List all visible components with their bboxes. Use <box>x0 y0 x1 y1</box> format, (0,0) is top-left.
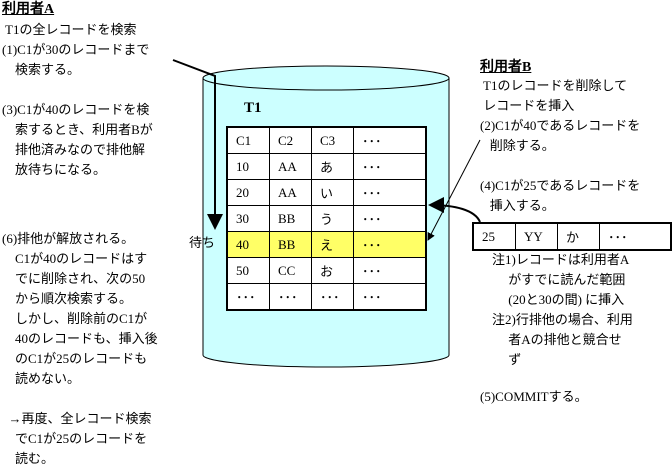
user-b-notes: 注1)レコードは利用者A がすでに読んだ範囲 (20と30の間) に挿入注2)行… <box>492 250 633 370</box>
table-cell: BB <box>269 231 312 258</box>
text-line: 読めない。 <box>2 371 81 386</box>
table-cell: え <box>311 231 354 258</box>
text-line: T1の全レコードを検索 <box>2 22 137 37</box>
table-cell: 50 <box>226 257 270 284</box>
table-cell: 10 <box>226 153 270 180</box>
table-cell: ･･･ <box>353 257 427 284</box>
text-line: 40のレコードも、挿入後 <box>2 331 158 346</box>
table-row: ････････････ <box>226 283 427 311</box>
text-line <box>2 389 158 409</box>
table-cell: ･･･ <box>311 283 354 311</box>
table-cell: あ <box>311 153 354 180</box>
text-line: 削除する。 <box>480 138 555 153</box>
text-line: (2)C1が40であるレコードを <box>480 118 641 133</box>
text-line: (1)C1が30のレコードまで <box>2 42 150 57</box>
table-cell: ･･･ <box>353 231 427 258</box>
table-cell: ･･･ <box>353 283 427 311</box>
table-cell: CC <box>269 257 312 284</box>
user-a-steps: T1の全レコードを検索 (1)C1が30のレコードまで 検索する。 (3)C1が40… <box>2 20 153 180</box>
table-cell: ･･･ <box>269 283 312 311</box>
user-b-heading: 利用者B <box>480 60 532 75</box>
table-cell: YY <box>515 222 558 251</box>
text-line <box>480 156 640 176</box>
wait-label: 待ち <box>189 235 216 250</box>
user-a-steps-2: (6)排他が解放される。 C1が40のレコードはす でに削除され、次の50 から… <box>2 229 158 469</box>
table-cell: AA <box>269 153 312 180</box>
table-cell: BB <box>269 205 312 232</box>
table-cell: C3 <box>311 126 354 154</box>
table-cell: 25 <box>472 222 516 251</box>
table-cell: お <box>311 257 354 284</box>
text-line: (20と30の間) に挿入 <box>492 292 625 307</box>
text-line: 放待ちになる。 <box>2 162 107 177</box>
table-name: T1 <box>244 100 262 116</box>
table-cell: い <box>311 179 354 206</box>
text-line <box>2 80 153 100</box>
text-line: 挿入する。 <box>480 198 555 213</box>
text-line: 者Aの排他と競合せ <box>492 332 622 347</box>
text-line: のC1が25のレコードも <box>2 351 148 366</box>
text-line: (4)C1が25であるレコードを <box>480 178 641 193</box>
table-cell: う <box>311 205 354 232</box>
text-line: (6)排他が解放される。 <box>2 231 135 246</box>
table-cell: ･･･ <box>226 283 270 311</box>
user-b-steps: T1のレコードを削除して レコードを挿入 (2)C1が40であるレコードを 削除す… <box>480 76 640 216</box>
text-line: でC1が25のレコードを <box>2 431 148 446</box>
text-line: 排他済みなので排他解 <box>2 142 146 157</box>
commit-step: (5)COMMITする。 <box>480 389 588 404</box>
text-line: レコードを挿入 <box>480 98 575 113</box>
text-line: 注1)レコードは利用者A <box>492 252 630 267</box>
table-cell: ･･･ <box>353 153 427 180</box>
text-line: 読む。 <box>2 451 55 466</box>
user-a-heading: 利用者A <box>2 2 55 17</box>
table-cell: ･･･ <box>599 222 672 251</box>
text-line: しかし、削除前のC1が <box>2 311 148 326</box>
table-cell: ･･･ <box>353 205 427 232</box>
table-cell: 40 <box>226 231 270 258</box>
table-cell: か <box>557 222 600 251</box>
table-cell: AA <box>269 179 312 206</box>
text-line: 検索する。 <box>2 62 81 77</box>
text-line: から順次検索する。 <box>2 291 133 306</box>
table-cell: C1 <box>226 126 270 154</box>
text-line: →再度、全レコード検索 <box>2 411 152 426</box>
table-cell: 20 <box>226 179 270 206</box>
text-line: (3)C1が40のレコードを検 <box>2 102 150 117</box>
text-line: でに削除され、次の50 <box>2 271 146 286</box>
table-cell: ･･･ <box>353 179 427 206</box>
insert-arrow <box>428 197 481 223</box>
text-line: ず <box>492 352 522 367</box>
text-line: 注2)行排他の場合、利用 <box>492 312 633 327</box>
table-cell: C2 <box>269 126 312 154</box>
table-cell: 30 <box>226 205 270 232</box>
text-line: 索するとき、利用者Bが <box>2 122 153 137</box>
delete-arrow <box>427 139 481 241</box>
user-a-scan-arrow <box>172 59 223 230</box>
text-line: C1が40のレコードはす <box>2 251 148 266</box>
text-line: がすでに読んだ範囲 <box>492 272 626 287</box>
text-line: T1のレコードを削除して <box>480 78 628 93</box>
table-cell: ･･･ <box>353 126 427 154</box>
